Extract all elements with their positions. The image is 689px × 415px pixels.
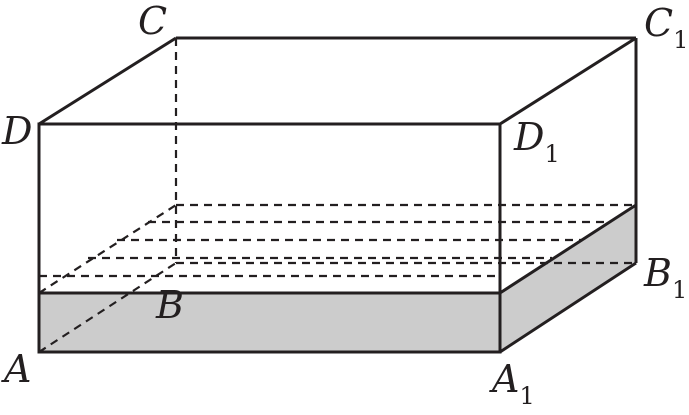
water-level-line-left-diag [38,204,177,294]
water-level-lines [38,203,636,294]
label-D: D [1,109,32,153]
water-surface-side [499,203,637,295]
label-C: C [138,0,167,43]
label-A: A [1,347,31,391]
label-B: B [155,283,184,327]
visible-edges [37,36,638,354]
label-C1: C1 [644,1,688,54]
hidden-edges [38,38,636,353]
water-side-face [500,205,636,352]
edge-A1B1 [499,261,637,354]
edge-DC [38,36,177,126]
edge-D1C1 [499,36,637,126]
water-front-face [39,293,500,352]
label-B1: B1 [643,251,687,304]
label-A1: A1 [489,357,535,410]
label-D1: D1 [513,115,560,168]
